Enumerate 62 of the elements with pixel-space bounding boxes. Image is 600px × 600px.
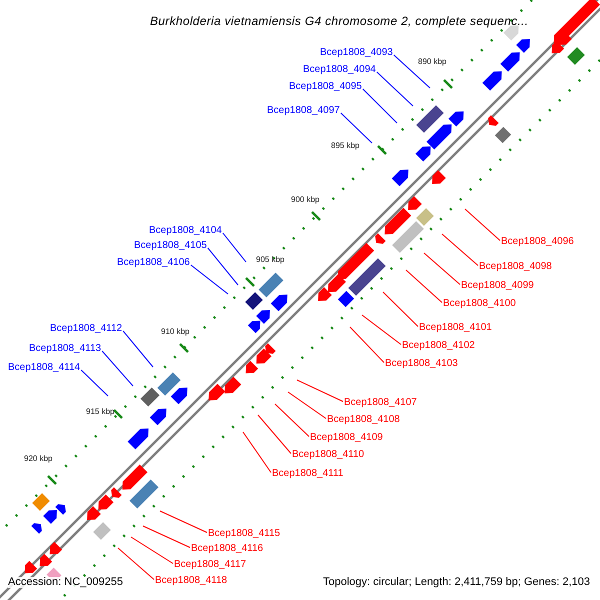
scale-label: 905 kbp xyxy=(256,256,284,264)
gene-label: Bcep1808_4106 xyxy=(117,258,190,268)
leader-line xyxy=(362,88,398,124)
gene-label: Bcep1808_4096 xyxy=(501,237,574,247)
gene-label: Bcep1808_4109 xyxy=(310,433,383,443)
leader-line xyxy=(464,208,500,241)
scale-label: 900 kbp xyxy=(291,196,320,204)
gene-label: Bcep1808_4100 xyxy=(443,299,516,309)
leader-line xyxy=(122,330,154,368)
scale-label: 910 kbp xyxy=(161,328,190,336)
gene-label: Bcep1808_4111 xyxy=(272,469,344,479)
scale-label: 890 kbp xyxy=(418,58,446,66)
leader-line xyxy=(130,536,174,564)
scale-label: 920 kbp xyxy=(24,455,52,463)
scale-label: 895 kbp xyxy=(331,142,360,150)
gene-label: Bcep1808_4095 xyxy=(289,82,362,92)
gene-label: Bcep1808_4108 xyxy=(327,415,400,425)
leader-line xyxy=(288,392,326,419)
gene-label: Bcep1808_4115 xyxy=(208,529,280,539)
chart-title: Burkholderia vietnamiensis G4 chromosome 2, complete sequenc... xyxy=(150,15,528,27)
leader-line xyxy=(160,510,208,533)
gene-label: Bcep1808_4094 xyxy=(303,65,376,75)
gene-label: Bcep1808_4102 xyxy=(402,341,475,351)
leader-line xyxy=(393,54,430,88)
gene-label: Bcep1808_4107 xyxy=(344,398,417,408)
leader-line xyxy=(296,380,344,402)
gene-label: Bcep1808_4110 xyxy=(292,450,364,460)
leader-line xyxy=(340,112,372,144)
leader-line xyxy=(207,248,238,286)
leader-line xyxy=(258,414,292,454)
leader-line xyxy=(142,526,190,548)
leader-line xyxy=(222,232,246,262)
scale-label: 915 kbp xyxy=(86,408,114,416)
gene-label: Bcep1808_4105 xyxy=(134,241,207,251)
gene-label: Bcep1808_4098 xyxy=(479,262,552,272)
gene-label: Bcep1808_4114 xyxy=(8,363,80,373)
leader-line xyxy=(350,326,384,363)
leader-line xyxy=(118,548,154,580)
leader-line xyxy=(274,404,310,437)
gene-label: Bcep1808_4097 xyxy=(267,106,340,116)
leader-line xyxy=(242,432,272,473)
gene-label: Bcep1808_4093 xyxy=(320,48,393,58)
gene-label: Bcep1808_4103 xyxy=(385,359,458,369)
leader-line xyxy=(442,234,478,266)
gene-label: Bcep1808_4116 xyxy=(191,544,264,554)
genome-summary-text: Topology: circular; Length: 2,411,759 bp; Genes: 2,103 xyxy=(323,576,590,588)
gene-label: Bcep1808_4101 xyxy=(419,323,492,333)
gene-label: Bcep1808_4099 xyxy=(461,281,534,291)
leader-line xyxy=(190,264,228,294)
leader-line xyxy=(376,72,414,106)
gene-label: Bcep1808_4118 xyxy=(155,576,228,586)
leader-line xyxy=(424,252,460,285)
leader-line xyxy=(362,314,402,345)
gene-label: Bcep1808_4104 xyxy=(149,226,222,236)
gene-label: Bcep1808_4113 xyxy=(29,344,102,354)
leader-line xyxy=(382,292,418,327)
leader-line xyxy=(406,270,442,303)
accession-text: Accession: NC_009255 xyxy=(8,576,123,588)
leader-line xyxy=(102,350,134,386)
gene-label: Bcep1808_4117 xyxy=(174,560,246,570)
gene-label: Bcep1808_4112 xyxy=(50,324,122,334)
leader-line xyxy=(80,370,108,396)
